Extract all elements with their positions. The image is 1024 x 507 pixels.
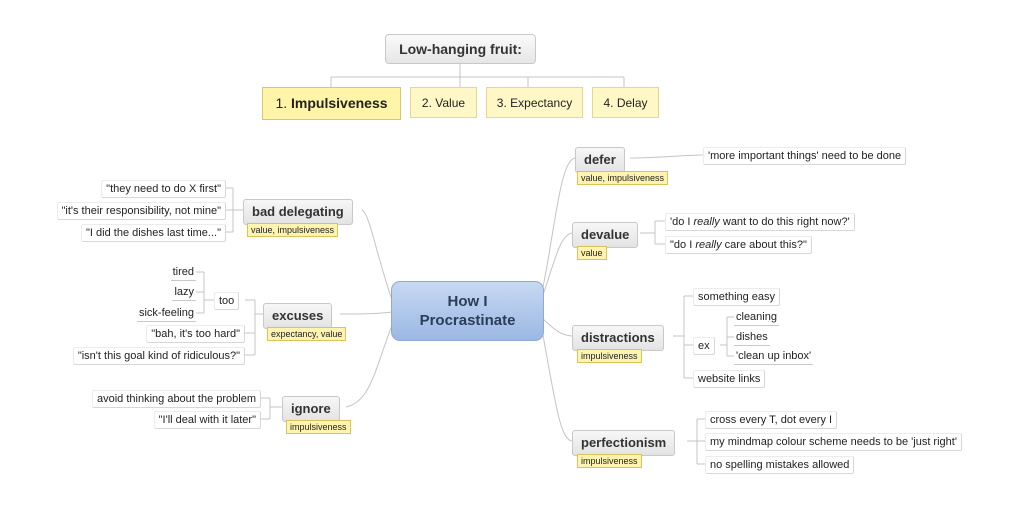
tag-distractions: impulsiveness xyxy=(577,349,642,363)
subtopic-they-need-x-first[interactable]: "they need to do X first" xyxy=(101,180,226,198)
subtopic-sick-feeling[interactable]: sick-feeling xyxy=(136,305,196,322)
tag-perfectionism: impulsiveness xyxy=(577,454,642,468)
subtopic-more-important-things[interactable]: 'more important things' need to be done xyxy=(703,147,907,165)
topic-devalue[interactable]: devalue xyxy=(572,222,639,248)
tag-devalue: value xyxy=(577,246,607,260)
category-label: Delay xyxy=(616,96,648,110)
subtopic-deal-later[interactable]: "I'll deal with it later" xyxy=(153,411,261,429)
subtopic-dishes-last-time[interactable]: "I did the dishes last time..." xyxy=(81,224,226,242)
tag-excuses: expectancy, value xyxy=(267,327,347,341)
emphasis-really: really xyxy=(693,216,720,228)
subtopic-website-links[interactable]: website links xyxy=(693,370,766,388)
category-number: 3. xyxy=(496,96,507,110)
central-topic[interactable]: How I Procrastinate xyxy=(391,281,544,341)
subtopic-ex[interactable]: ex xyxy=(693,337,715,355)
subtopic-cleaning[interactable]: cleaning xyxy=(734,309,779,326)
subtopic-something-easy[interactable]: something easy xyxy=(693,288,781,306)
subtopic-too[interactable]: too xyxy=(214,292,240,310)
central-topic-line1: How I xyxy=(447,293,488,310)
subtopic-goal-ridiculous[interactable]: "isn't this goal kind of ridiculous?" xyxy=(72,347,245,365)
subtopic-really-care[interactable]: "do I really care about this?" xyxy=(665,236,812,254)
subtopic-lazy[interactable]: lazy xyxy=(172,284,196,301)
category-number: 2. xyxy=(421,96,432,110)
topic-excuses[interactable]: excuses xyxy=(263,303,333,329)
category-expectancy[interactable]: 3. Expectancy xyxy=(486,87,583,118)
category-impulsiveness[interactable]: 1. Impulsiveness xyxy=(262,87,401,120)
category-delay[interactable]: 4. Delay xyxy=(592,87,659,118)
subtopic-cross-every-t[interactable]: cross every T, dot every I xyxy=(705,411,838,429)
category-label: Expectancy xyxy=(510,96,573,110)
category-number: 1. xyxy=(275,95,288,111)
subtopic-dishes[interactable]: dishes xyxy=(734,329,770,346)
tag-ignore: impulsiveness xyxy=(286,420,351,434)
topic-defer[interactable]: defer xyxy=(575,147,625,173)
topic-distractions[interactable]: distractions xyxy=(572,325,664,351)
tag-defer: value, impulsiveness xyxy=(577,171,669,185)
category-value[interactable]: 2. Value xyxy=(410,87,477,118)
category-label: Impulsiveness xyxy=(291,95,388,111)
topic-bad-delegating[interactable]: bad delegating xyxy=(243,199,353,225)
subtopic-really-want-now[interactable]: 'do I really want to do this right now?' xyxy=(665,213,855,231)
subtopic-clean-up-inbox[interactable]: 'clean up inbox' xyxy=(734,348,814,365)
central-topic-line2: Procrastinate xyxy=(419,312,516,329)
category-label: Value xyxy=(435,96,466,110)
subtopic-their-responsibility[interactable]: "it's their responsibility, not mine" xyxy=(56,202,226,220)
emphasis-really: really xyxy=(695,239,722,251)
subtopic-colour-scheme[interactable]: my mindmap colour scheme needs to be 'ju… xyxy=(705,433,962,451)
tag-bad-delegating: value, impulsiveness xyxy=(247,223,339,237)
subtopic-tired[interactable]: tired xyxy=(170,264,196,281)
category-number: 4. xyxy=(603,96,614,110)
topic-ignore[interactable]: ignore xyxy=(282,396,340,422)
subtopic-no-spelling-mistakes[interactable]: no spelling mistakes allowed xyxy=(705,456,855,474)
topic-perfectionism[interactable]: perfectionism xyxy=(572,430,676,456)
subtopic-too-hard[interactable]: "bah, it's too hard" xyxy=(146,325,245,343)
low-hanging-fruit-title[interactable]: Low-hanging fruit: xyxy=(385,34,536,64)
subtopic-avoid-thinking[interactable]: avoid thinking about the problem xyxy=(92,390,261,408)
